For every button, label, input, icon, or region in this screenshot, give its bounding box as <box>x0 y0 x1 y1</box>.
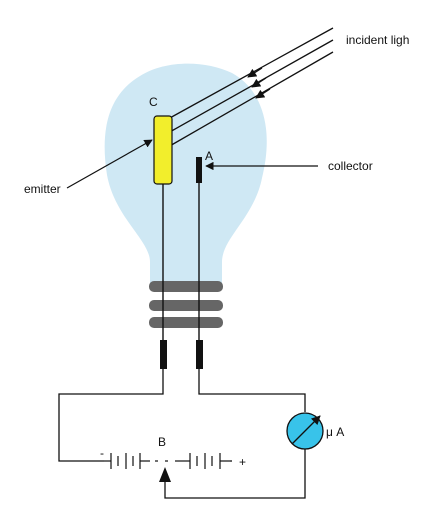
base-band-2 <box>149 300 223 311</box>
light-ray-arrow-2 <box>251 77 267 88</box>
emitter-pointer-arrow <box>66 139 153 189</box>
emitter-terminal <box>160 340 167 369</box>
light-ray-arrow-3 <box>255 88 271 99</box>
wire-right <box>198 369 306 412</box>
collector-terminal <box>196 340 203 369</box>
wire-bottom <box>164 449 306 499</box>
emitter-letter-label: C <box>149 95 158 109</box>
battery-letter-label: B <box>158 435 166 449</box>
bulb-base <box>149 281 223 328</box>
battery-minus-label: - <box>100 446 104 460</box>
sliding-contact-arrow <box>159 467 171 482</box>
collector-letter-label: A <box>205 149 213 163</box>
wire-left <box>58 369 164 462</box>
collector-plate <box>196 157 202 183</box>
battery-left-cells <box>104 453 150 469</box>
light-ray-arrow-1 <box>247 67 263 78</box>
light-ray-2 <box>167 39 334 134</box>
battery-right-cells <box>175 453 230 469</box>
bulb-glass <box>104 63 267 283</box>
meter-unit-label: μ A <box>326 425 344 439</box>
base-band-3 <box>149 317 223 328</box>
meter-needle <box>291 415 321 445</box>
incident-light-label: incident ligh <box>346 33 409 47</box>
emitter-label: emitter <box>24 182 61 196</box>
emitter-plate <box>153 115 173 185</box>
base-band-1 <box>149 281 223 292</box>
collector-label: collector <box>328 159 373 173</box>
battery-plus-label: + <box>239 455 246 469</box>
circuit-wires <box>58 369 306 499</box>
incident-light-rays <box>167 27 334 148</box>
light-ray-3 <box>167 51 334 148</box>
